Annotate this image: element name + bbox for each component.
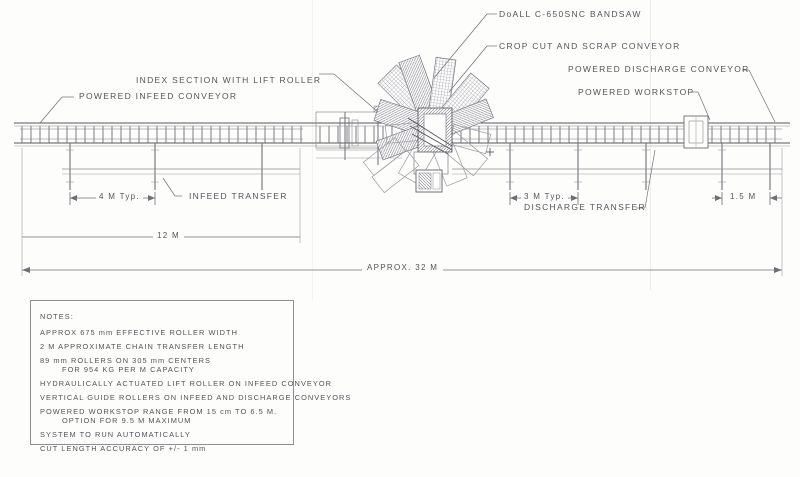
note-item: SYSTEM TO RUN AUTOMATICALLY <box>40 430 191 439</box>
scan-fold-line <box>650 0 651 290</box>
dimension-infeed-pitch: 4 M Typ. <box>96 192 143 201</box>
note-item: 89 mm ROLLERS ON 305 mm CENTERS <box>40 356 211 365</box>
note-item: VERTICAL GUIDE ROLLERS ON INFEED AND DIS… <box>40 393 352 402</box>
note-item: POWERED WORKSTOP RANGE FROM 15 cm TO 6.5… <box>40 407 278 416</box>
dimension-workstop-gap: 1.5 M <box>727 192 760 201</box>
callout-discharge-conveyor: POWERED DISCHARGE CONVEYOR <box>568 64 750 74</box>
dimension-discharge-pitch: 3 M Typ. <box>521 192 568 201</box>
note-item: OPTION FOR 9.5 M MAXIMUM <box>62 416 192 425</box>
note-item: HYDRAULICALLY ACTUATED LIFT ROLLER ON IN… <box>40 379 333 388</box>
callout-infeed-transfer: INFEED TRANSFER <box>189 191 288 201</box>
notes-heading: NOTES: <box>40 312 74 321</box>
callout-index-section: INDEX SECTION WITH LIFT ROLLER <box>136 75 322 85</box>
note-item: FOR 954 KG PER M CAPACITY <box>62 365 195 374</box>
notes-box <box>30 300 294 445</box>
callout-infeed-conveyor: POWERED INFEED CONVEYOR <box>79 91 238 101</box>
note-item: CUT LENGTH ACCURACY OF +/- 1 mm <box>40 444 207 453</box>
note-item: APPROX 675 mm EFFECTIVE ROLLER WIDTH <box>40 328 238 337</box>
scan-fold-line <box>312 0 313 300</box>
note-item: 2 M APPROXIMATE CHAIN TRANSFER LENGTH <box>40 342 245 351</box>
callout-bandsaw: DoALL C-650SNC BANDSAW <box>499 9 642 19</box>
dimension-infeed-length: 12 M <box>153 231 184 240</box>
notes-text-block: NOTES: APPROX 675 mm EFFECTIVE ROLLER WI… <box>40 312 352 458</box>
callout-crop-cut-conveyor: CROP CUT AND SCRAP CONVEYOR <box>499 41 681 51</box>
dimension-overall-length: APPROX. 32 M <box>362 263 444 272</box>
callout-discharge-transfer: DISCHARGE TRANSFER <box>524 202 646 212</box>
callout-powered-workstop: POWERED WORKSTOP <box>578 87 695 97</box>
